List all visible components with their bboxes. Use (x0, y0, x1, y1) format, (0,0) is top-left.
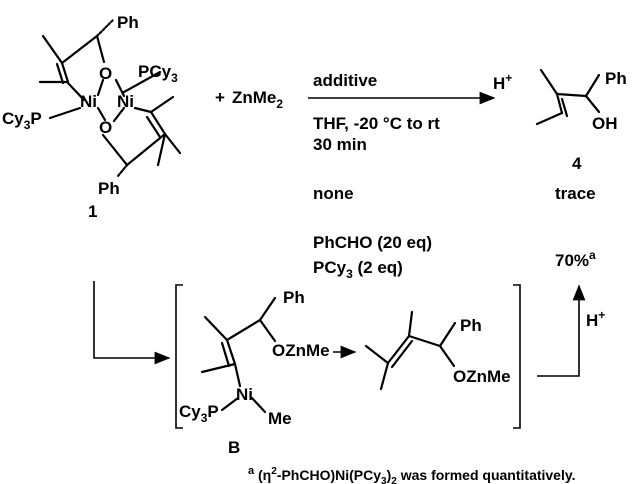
conditions-line1: THF, -20 °C to rt (313, 114, 440, 133)
ozinc-methyl-label: OZnMe (272, 341, 330, 360)
acid-label: H+ (493, 71, 512, 93)
oxygen-label: O (99, 118, 112, 137)
compound-1-label: 1 (88, 202, 97, 221)
oxygen-label: O (99, 64, 112, 83)
phenyl-label: Ph (98, 179, 120, 198)
acid-label: H+ (586, 308, 605, 330)
methyl-label: Me (268, 409, 292, 428)
conditions-line2: 30 min (313, 135, 367, 154)
nickel-label: Ni (117, 92, 134, 111)
cy3p-label: Cy3P (179, 402, 219, 425)
hydroxyl-label: OH (592, 114, 618, 133)
cy3p-label: Cy3P (2, 109, 42, 132)
acid-workup-arrow (537, 284, 586, 377)
result-additive-none: none (313, 184, 354, 203)
result-additive-line1: PhCHO (20 eq) (313, 233, 432, 252)
right-bracket (513, 284, 521, 429)
additive-label: additive (313, 71, 377, 90)
intermediate-b-label: B (228, 438, 240, 457)
phenyl-label: Ph (283, 288, 305, 307)
result-yield-trace: trace (555, 184, 596, 203)
intermediate-b-structure (200, 296, 277, 414)
nickel-label: Ni (236, 385, 253, 404)
result-additive-line2: PCy3 (2 eq) (313, 258, 403, 281)
phenyl-label: Ph (460, 316, 482, 335)
nickel-label: Ni (80, 92, 97, 111)
reagent-label: ZnMe2 (232, 88, 283, 111)
result-yield-70: 70%a (555, 248, 596, 270)
phenyl-label: Ph (605, 69, 627, 88)
pcy3-label: PCy3 (138, 62, 178, 85)
compound-4-label: 4 (572, 154, 582, 173)
zinc-alkoxide-structure (364, 310, 457, 391)
left-bracket (175, 284, 183, 429)
footnote: a (η2-PhCHO)Ni(PCy3)2 was formed quantit… (248, 465, 576, 484)
plus-sign: + (215, 88, 225, 107)
compound-1-structure (38, 18, 182, 178)
phenyl-label: Ph (117, 13, 139, 32)
ozinc-methyl-label: OZnMe (453, 367, 511, 386)
product-4-structure (535, 68, 601, 126)
pathway-arrow (93, 281, 171, 365)
